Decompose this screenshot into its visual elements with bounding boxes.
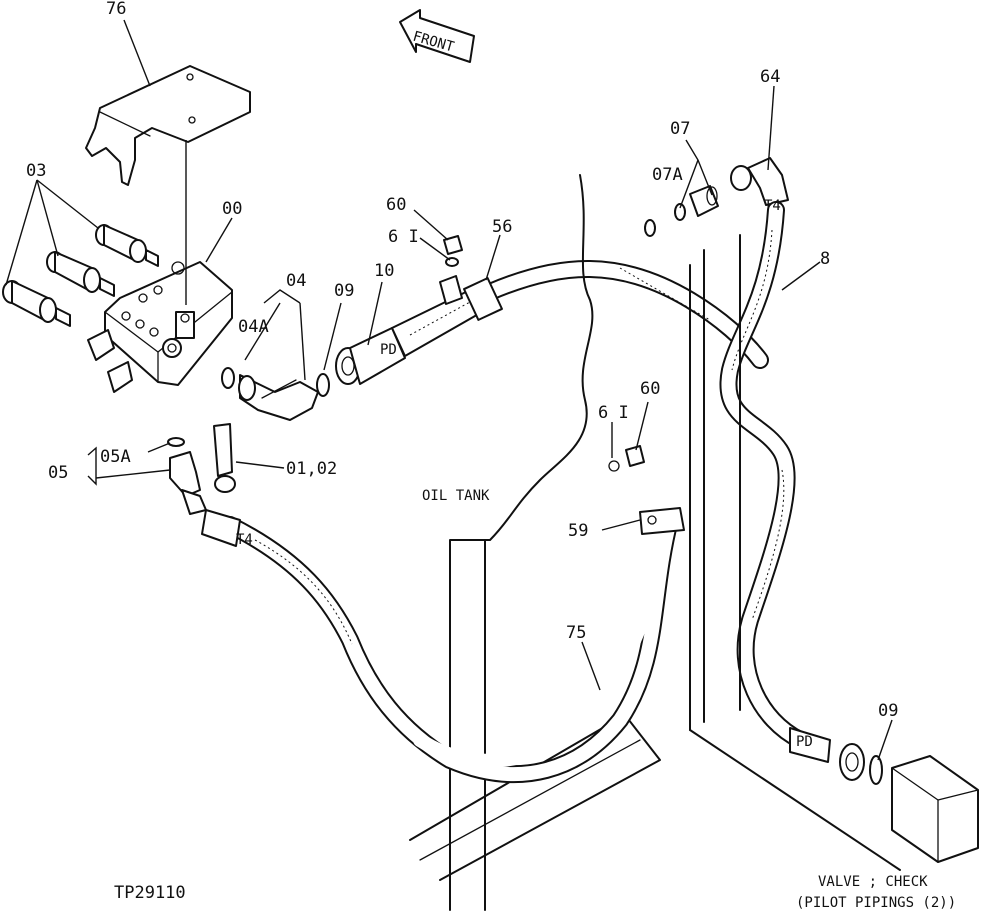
front-arrow — [399, 9, 475, 63]
hose-10-fitting — [335, 289, 483, 385]
callout-61-upper: 6 I — [388, 227, 419, 247]
callout-05a: 05A — [100, 447, 131, 467]
hose-t4-left — [201, 509, 679, 784]
hose-8-lower-fitting — [789, 727, 883, 785]
bracket-plate-76 — [85, 65, 251, 186]
callout-05: 05 — [48, 463, 68, 483]
callout-04: 04 — [286, 271, 306, 291]
callout-03: 03 — [26, 161, 46, 181]
leader-lines — [5, 19, 893, 761]
clamp-59 — [639, 507, 685, 535]
callout-75: 75 — [566, 623, 586, 643]
callout-07: 07 — [670, 119, 690, 139]
callout-04a: 04A — [238, 317, 269, 337]
callout-09-upper: 09 — [334, 281, 354, 301]
solenoid-03-middle — [46, 251, 115, 297]
callout-56: 56 — [492, 217, 512, 237]
bolt-60-lower — [608, 445, 645, 472]
hose-8 — [719, 201, 809, 749]
valve-note-line1: VALVE ; CHECK — [818, 874, 928, 890]
callout-60-upper: 60 — [386, 195, 406, 215]
elbow-fitting-04 — [221, 367, 319, 421]
callout-76: 76 — [106, 0, 126, 19]
bolt-01-02 — [213, 423, 236, 493]
solenoid-valve-block-00 — [87, 140, 233, 393]
callout-01-02: 01,02 — [286, 459, 337, 479]
hose-marking-t4-right: T4 — [764, 198, 781, 214]
callout-00: 00 — [222, 199, 242, 219]
solenoid-03-bottom — [2, 280, 71, 327]
valve-note-line2: (PILOT PIPINGS (2)) — [796, 895, 956, 911]
hose-75-protector — [413, 523, 667, 768]
bolt-60-upper — [439, 235, 463, 305]
fitting-07 — [644, 185, 719, 237]
callout-07a: 07A — [652, 165, 683, 185]
check-valve-box — [891, 755, 979, 863]
callout-60-lower: 60 — [640, 379, 660, 399]
callout-10: 10 — [374, 261, 394, 281]
hose-56 — [463, 260, 769, 369]
callout-09-lower: 09 — [878, 701, 898, 721]
figure-id: TP29110 — [114, 883, 186, 903]
callout-61-lower: 6 I — [598, 403, 629, 423]
hose-marking-t4-left: T4 — [236, 532, 253, 548]
solenoid-03-top — [95, 224, 159, 267]
elbow-fitting-64 — [730, 157, 789, 206]
callout-59: 59 — [568, 521, 588, 541]
callout-8: 8 — [820, 249, 830, 269]
o-ring-09-upper — [316, 373, 330, 397]
callout-64: 64 — [760, 67, 780, 87]
hose-marking-pd-upper: PD — [380, 342, 397, 358]
hose-marking-pd-lower: PD — [796, 734, 813, 750]
fitting-05 — [167, 437, 207, 515]
oil-tank-label: OIL TANK — [422, 488, 490, 504]
